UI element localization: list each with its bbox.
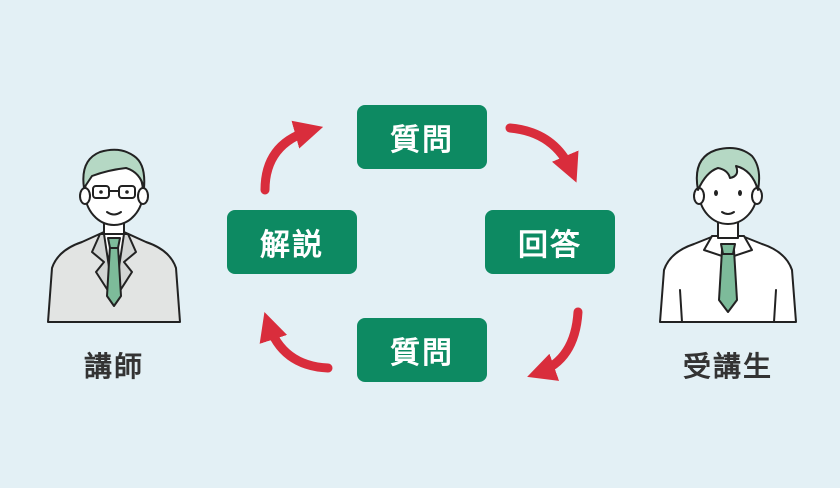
arrow-explanation-to-question — [260, 120, 324, 195]
node-explanation: 解説 — [227, 210, 357, 274]
arrow-question-to-explanation — [259, 312, 333, 373]
arrow-question-to-answer — [505, 123, 579, 183]
node-bottom-question: 質問 — [357, 318, 487, 382]
node-top-question: 質問 — [357, 105, 487, 169]
student-label: 受講生 — [682, 350, 773, 383]
node-answer: 回答 — [485, 210, 615, 274]
instructor-label: 講師 — [83, 350, 144, 383]
arrow-answer-to-question — [527, 307, 583, 381]
